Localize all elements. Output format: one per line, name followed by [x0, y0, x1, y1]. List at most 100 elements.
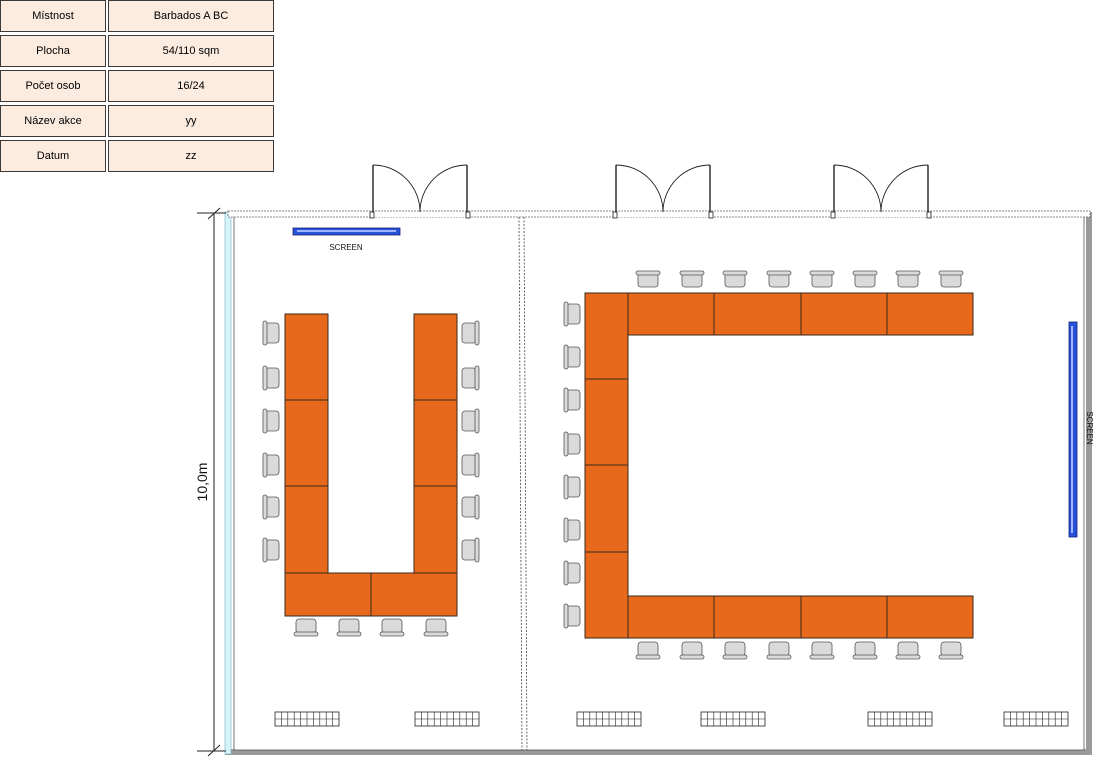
table — [800, 292, 888, 336]
chair-back — [262, 537, 268, 563]
dimension-line: 10,0m — [194, 207, 226, 757]
chair — [679, 641, 705, 660]
chair-back — [379, 631, 405, 637]
chair-back — [293, 631, 319, 637]
chair-back — [895, 270, 921, 276]
chair-back — [474, 365, 480, 391]
double-door — [612, 164, 714, 219]
table — [584, 292, 629, 380]
screen-right-label: SCREEN — [1085, 411, 1094, 445]
chair — [262, 365, 280, 391]
chair — [262, 452, 280, 478]
table — [584, 378, 629, 466]
room-walls — [224, 210, 1092, 755]
table — [627, 595, 715, 639]
chair-back — [722, 654, 748, 660]
window-strip — [224, 211, 232, 755]
chair-seat — [425, 618, 447, 634]
chair-back — [474, 320, 480, 346]
door-swing — [419, 164, 468, 213]
table — [584, 551, 629, 639]
chair-back — [938, 654, 964, 660]
partition-line-left — [518, 216, 523, 751]
chair — [635, 270, 661, 288]
chair-seat — [461, 539, 477, 561]
chair-back — [262, 320, 268, 346]
heaters — [274, 711, 1069, 727]
chair — [809, 641, 835, 660]
dimension-slash-top — [207, 207, 221, 220]
door-swing — [662, 164, 711, 213]
table — [886, 595, 974, 639]
chair — [461, 320, 480, 346]
chair — [852, 641, 878, 660]
screen-left-label: SCREEN — [329, 243, 363, 252]
table — [584, 464, 629, 553]
chair-seat — [461, 496, 477, 518]
heater — [700, 711, 766, 727]
door-swing — [372, 164, 421, 213]
chair-seat — [897, 641, 919, 657]
door-jamb — [465, 211, 471, 219]
heater — [274, 711, 340, 727]
chair-seat — [811, 641, 833, 657]
chair-back — [852, 654, 878, 660]
heater — [414, 711, 480, 727]
heater — [867, 711, 933, 727]
chair-seat — [940, 641, 962, 657]
chair-back — [679, 270, 705, 276]
chair — [852, 270, 878, 288]
chair — [423, 618, 449, 637]
info-label-persons: Počet osob — [0, 70, 106, 102]
table — [713, 292, 802, 336]
chair-seat — [461, 454, 477, 476]
chair — [563, 517, 581, 543]
chair-back — [262, 494, 268, 520]
chair — [262, 494, 280, 520]
chair-back — [722, 270, 748, 276]
chair-back — [635, 654, 661, 660]
chair — [722, 641, 748, 660]
dimension-label: 10,0m — [194, 463, 210, 502]
chair-back — [262, 408, 268, 434]
chair-back — [679, 654, 705, 660]
chair-back — [336, 631, 362, 637]
door-jamb — [926, 211, 932, 219]
chair — [336, 618, 362, 637]
info-value-persons: 16/24 — [108, 70, 274, 102]
chairs — [262, 270, 964, 660]
chair-back — [563, 517, 569, 543]
tables — [284, 292, 974, 639]
heater — [576, 711, 642, 727]
chair-back — [809, 654, 835, 660]
chair — [938, 641, 964, 660]
chair-back — [938, 270, 964, 276]
chair — [293, 618, 319, 637]
door-opening — [834, 212, 928, 217]
chair-back — [474, 494, 480, 520]
chair-back — [852, 270, 878, 276]
table — [284, 313, 329, 401]
chair — [563, 431, 581, 457]
door-opening — [616, 212, 710, 217]
table — [284, 485, 329, 574]
chair-back — [474, 408, 480, 434]
chair-seat — [681, 641, 703, 657]
chair — [938, 270, 964, 288]
chair-back — [474, 452, 480, 478]
door-jamb — [830, 211, 836, 219]
chair-back — [563, 344, 569, 370]
info-label-area: Plocha — [0, 35, 106, 67]
chair — [461, 365, 480, 391]
chair-back — [563, 301, 569, 327]
chair — [766, 641, 792, 660]
chair — [379, 618, 405, 637]
table — [284, 572, 372, 617]
table — [627, 292, 715, 336]
door-swing — [833, 164, 882, 213]
chair-back — [262, 365, 268, 391]
projection-screens: SCREEN SCREEN — [292, 227, 1094, 538]
chair-seat — [461, 410, 477, 432]
info-value-room: Barbados A BC — [108, 0, 274, 32]
chair — [461, 537, 480, 563]
